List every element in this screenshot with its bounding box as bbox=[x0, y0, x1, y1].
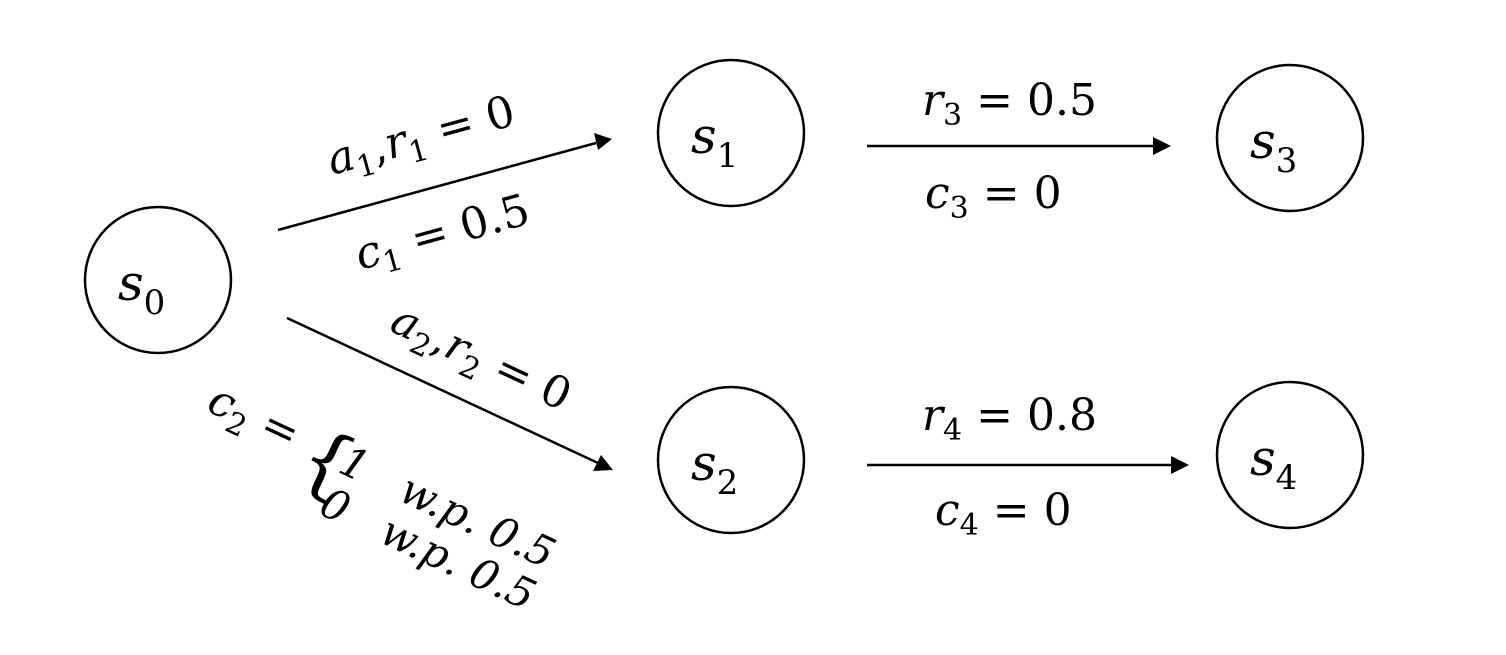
edge-s0-s1-line bbox=[277, 141, 597, 232]
node-s0: s0 bbox=[83, 205, 233, 355]
node-s4: s4 bbox=[1215, 380, 1365, 530]
node-s3-sub: 3 bbox=[1276, 141, 1298, 181]
node-s2-letter: s bbox=[691, 434, 717, 492]
cost-c3-value: = 0 bbox=[969, 168, 1062, 219]
node-s4-label: s4 bbox=[1250, 429, 1297, 498]
node-s0-letter: s bbox=[118, 254, 144, 312]
node-s1: s1 bbox=[656, 58, 806, 208]
reward-r3-sub: 3 bbox=[943, 98, 962, 133]
edge-s1-s3-arrowhead bbox=[1153, 137, 1171, 155]
cost-c3-sub: 3 bbox=[950, 191, 969, 226]
edge-s1-s3-above-label: r3 = 0.5 bbox=[922, 75, 1097, 133]
edge-s2-s4-arrowhead bbox=[1171, 456, 1189, 474]
cost-c3-symbol: c bbox=[925, 168, 950, 219]
node-s2-sub: 2 bbox=[717, 463, 739, 503]
edge-s0-s2-arrowhead bbox=[593, 455, 613, 471]
reward-r4-sub: 4 bbox=[943, 413, 962, 448]
reward-r2-value: = 0 bbox=[474, 336, 580, 421]
node-s3: s3 bbox=[1215, 63, 1365, 213]
node-s1-label: s1 bbox=[691, 107, 738, 176]
node-s4-circle bbox=[1215, 380, 1365, 530]
node-s2-circle bbox=[656, 385, 806, 535]
node-s2: s2 bbox=[656, 385, 806, 535]
edge-s0-s1-below-label: c1 = 0.5 bbox=[349, 184, 537, 287]
node-s0-circle bbox=[83, 205, 233, 355]
edge-s0-s2-below-label: c2 = { 1 w.p. 0.5 0 w.p. 0.5 bbox=[197, 374, 562, 620]
node-s3-label: s3 bbox=[1250, 112, 1297, 181]
reward-r3-value: = 0.5 bbox=[962, 75, 1097, 126]
cost-c1-value: = 0.5 bbox=[392, 184, 536, 269]
edge-s2-s4-below-label: c4 = 0 bbox=[935, 485, 1072, 543]
edge-s1-s3-below-label: c3 = 0 bbox=[925, 168, 1062, 226]
node-s3-circle bbox=[1215, 63, 1365, 213]
node-s2-label: s2 bbox=[691, 434, 738, 503]
edge-s0-s1-arrowhead bbox=[594, 133, 612, 150]
cost-c4-value: = 0 bbox=[979, 485, 1072, 536]
edge-s0-s1: a1,r1 = 0 c1 = 0.5 bbox=[277, 86, 612, 287]
node-s1-circle bbox=[656, 58, 806, 208]
cost-c2-expression: c2 = bbox=[197, 374, 307, 467]
edge-s0-s2-line bbox=[286, 316, 599, 465]
cost-c4-sub: 4 bbox=[960, 508, 979, 543]
edge-s2-s4-above-label: r4 = 0.8 bbox=[922, 390, 1097, 448]
node-s1-letter: s bbox=[691, 107, 717, 165]
edge-s2-s4: r4 = 0.8 c4 = 0 bbox=[867, 390, 1189, 543]
cost-c4-symbol: c bbox=[935, 485, 960, 536]
edge-s0-s1-above-label: a1,r1 = 0 bbox=[321, 86, 522, 193]
edge-s0-s2: a2,r2 = 0 c2 = { 1 w.p. 0.5 0 w.p. 0.5 bbox=[197, 294, 613, 620]
node-s1-sub: 1 bbox=[717, 136, 739, 176]
reward-r3-symbol: r bbox=[922, 75, 946, 126]
node-s4-sub: 4 bbox=[1276, 458, 1298, 498]
node-s0-sub: 0 bbox=[144, 283, 166, 323]
cost-c2-eq: = bbox=[240, 392, 308, 460]
reward-r4-symbol: r bbox=[922, 390, 946, 441]
node-s0-label: s0 bbox=[118, 254, 165, 323]
edge-s1-s3: r3 = 0.5 c3 = 0 bbox=[867, 75, 1171, 226]
node-s3-letter: s bbox=[1250, 112, 1276, 170]
node-s4-letter: s bbox=[1250, 429, 1276, 487]
reward-r4-value: = 0.8 bbox=[962, 390, 1097, 441]
reward-r1-value: = 0 bbox=[417, 86, 520, 160]
